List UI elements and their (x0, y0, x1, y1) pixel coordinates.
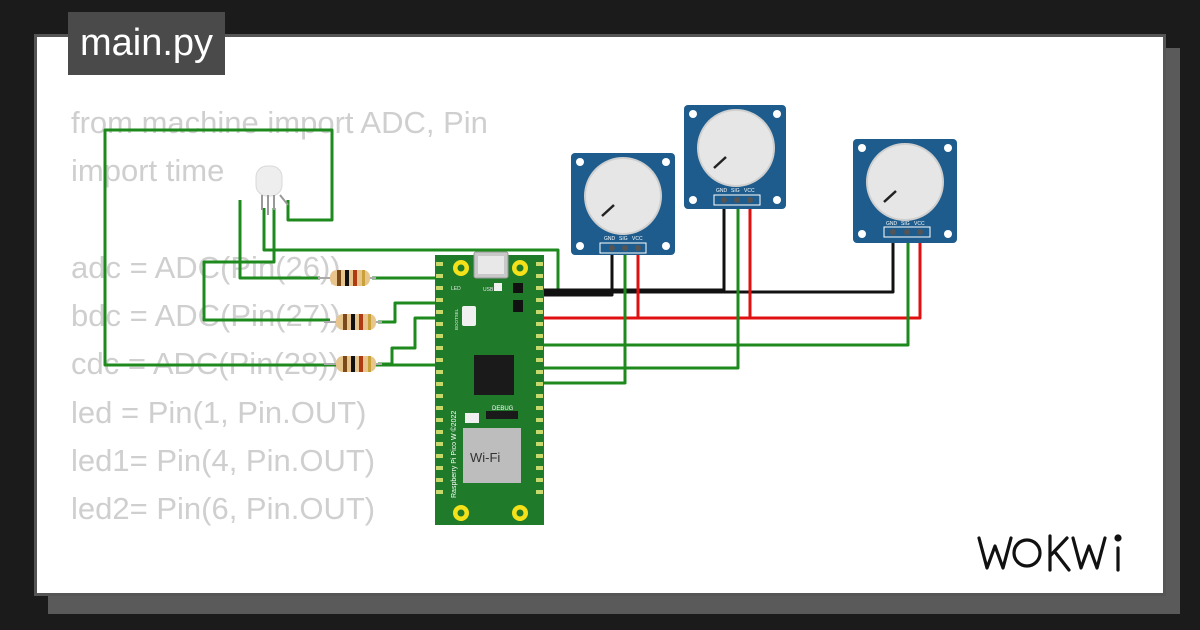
pot-pin-label: SIG (619, 236, 628, 242)
code-line: while True: (71, 582, 488, 593)
pot-pin-label: SIG (731, 188, 740, 194)
pot-pin-label: GND (716, 188, 728, 194)
pot-pin-label: GND (886, 221, 898, 227)
wire-gnd-pot2 (540, 200, 726, 292)
pico-w-board: USB LED BOOTSEL DEBUG Wi-Fi Raspberry Pi… (435, 251, 544, 525)
wokwi-logo (977, 534, 1122, 572)
wire-led-blue (202, 208, 330, 322)
simulator-canvas[interactable]: from machine import ADC, Pin import time… (34, 34, 1166, 596)
rgb-led (255, 165, 289, 215)
resistor (324, 314, 382, 330)
wire-vcc-pot1 (540, 248, 640, 320)
wire-vcc-pot3 (540, 232, 922, 320)
code-line: from machine import ADC, Pin (71, 105, 488, 140)
file-tab[interactable]: main.py (68, 12, 226, 75)
debug-label: DEBUG (492, 406, 514, 412)
resistor (318, 270, 376, 286)
wifi-label: Wi-Fi (470, 450, 500, 465)
board-name-label: Raspberry Pi Pico W ©2022 (450, 411, 458, 498)
led-label: LED (451, 286, 461, 292)
wire-sig-pot3 (540, 232, 910, 347)
wire-gnd-pot1 (540, 248, 614, 297)
resistor (324, 356, 382, 372)
code-line: led1= Pin(4, Pin.OUT) (71, 443, 376, 479)
pot-pin-label: GND (604, 236, 616, 242)
code-preview: from machine import ADC, Pin import time… (71, 99, 488, 593)
wire-res1-left (238, 200, 320, 280)
potentiometer-3: GND SIG VCC (853, 139, 957, 243)
wire-sig-pot2 (540, 200, 740, 370)
code-line: import time (71, 153, 225, 189)
pot-pin-label: VCC (914, 221, 925, 227)
wire-sig-pot1 (540, 248, 627, 385)
wire-led-red (103, 128, 440, 367)
code-line: led2= Pin(6, Pin.OUT) (71, 491, 376, 527)
potentiometer-2: GND SIG VCC (684, 105, 786, 209)
wire-res2 (378, 301, 440, 324)
wire-gnd-pot3 (540, 232, 895, 294)
pot-pin-label: VCC (632, 236, 643, 242)
code-line: led = Pin(1, Pin.OUT) (71, 394, 367, 430)
pot-pin-label: VCC (744, 188, 755, 194)
bootsel-label: BOOTSEL (454, 308, 459, 330)
code-line: bdc = ADC(Pin(27)) (71, 298, 341, 334)
pot-pin-label: SIG (901, 221, 910, 227)
potentiometer-1: GND SIG VCC (571, 153, 675, 255)
wire-res3 (378, 316, 440, 366)
usb-label: USB (483, 287, 494, 293)
